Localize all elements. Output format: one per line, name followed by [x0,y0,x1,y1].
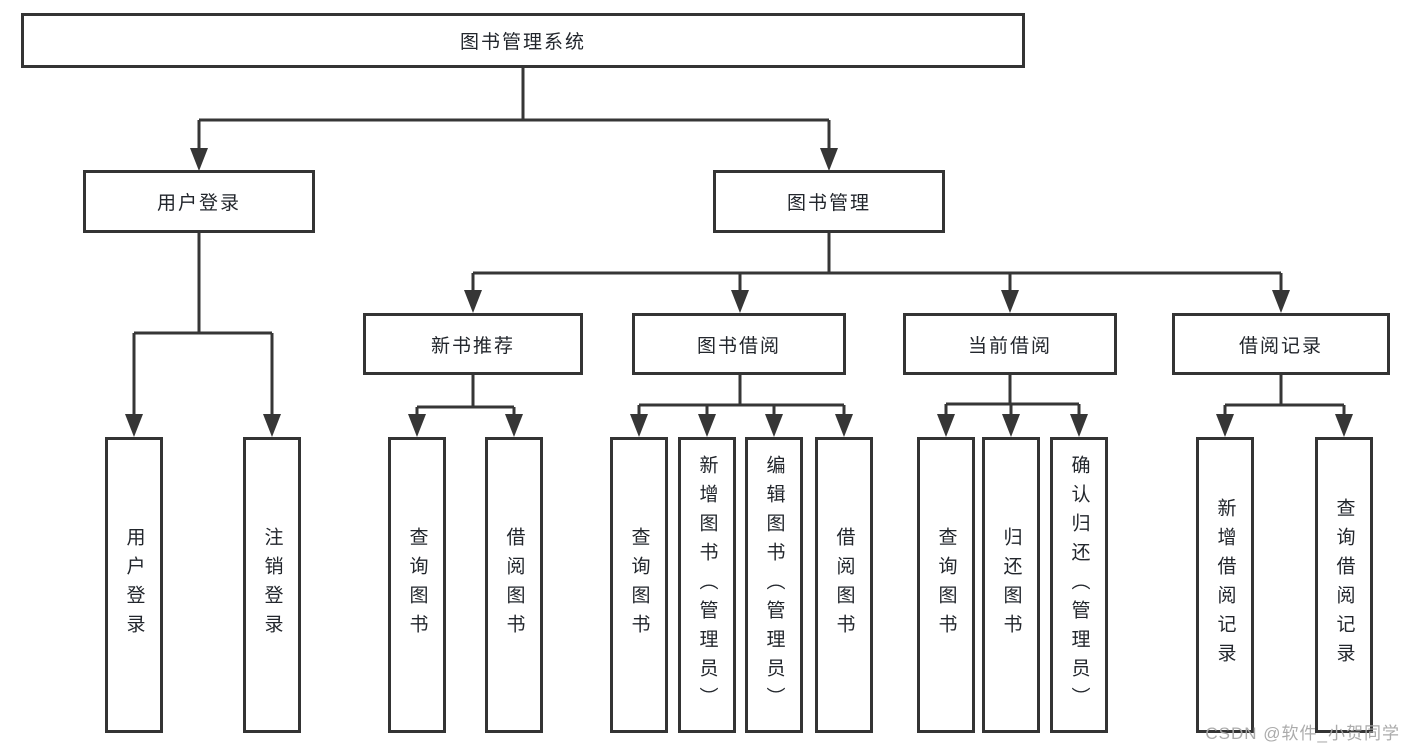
arrow-down-icon [630,414,648,437]
node-label: 用户登录 [123,527,145,643]
arrow-down-icon [190,148,208,171]
node-label: 当前借阅 [967,335,1052,357]
arrow-down-icon [1002,414,1020,437]
node-label: 确认归还（管理员） [1068,454,1090,716]
node-leaf-add-borrow-record: 新增借阅记录 [1196,437,1254,733]
node-new-book-recommend: 新书推荐 [363,313,583,375]
node-book-management: 图书管理 [713,170,945,233]
node-user-login: 用户登录 [83,170,315,233]
arrow-down-icon [1335,414,1353,437]
arrow-down-icon [408,414,426,437]
node-leaf-return-book: 归还图书 [982,437,1040,733]
arrow-down-icon [1070,414,1088,437]
node-label: 借阅记录 [1238,335,1323,357]
connector-new-book-rec-children [408,375,523,437]
node-borrow-records: 借阅记录 [1172,313,1390,375]
node-label: 借阅图书 [833,527,855,643]
arrow-down-icon [1001,290,1019,313]
arrow-down-icon [1272,290,1290,313]
node-label: 图书借阅 [696,335,781,357]
node-leaf-add-book-admin: 新增图书（管理员） [678,437,736,733]
arrow-down-icon [698,414,716,437]
node-label: 编辑图书（管理员） [763,454,785,716]
connector-book-borrow-children [630,375,853,437]
node-label: 查询图书 [935,527,957,643]
node-leaf-confirm-return-admin: 确认归还（管理员） [1050,437,1108,733]
node-current-borrow: 当前借阅 [903,313,1117,375]
node-label: 归还图书 [1000,527,1022,643]
arrow-down-icon [835,414,853,437]
node-book-borrow: 图书借阅 [632,313,846,375]
node-leaf-borrow-book-recommend: 借阅图书 [485,437,543,733]
arrow-down-icon [731,290,749,313]
node-root-system: 图书管理系统 [21,13,1025,68]
node-label: 查询借阅记录 [1333,498,1355,672]
arrow-down-icon [263,414,281,437]
node-leaf-borrow-book: 借阅图书 [815,437,873,733]
connector-borrow-records-children [1216,375,1353,437]
connector-root-to-level2 [190,68,838,171]
connector-user-login-children [125,233,281,437]
arrow-down-icon [937,414,955,437]
arrow-down-icon [820,148,838,171]
arrow-down-icon [1216,414,1234,437]
node-label: 查询图书 [628,527,650,643]
node-label: 注销登录 [261,527,283,643]
node-leaf-query-book-borrow: 查询图书 [610,437,668,733]
node-label: 新增借阅记录 [1214,498,1236,672]
connector-current-borrow-children [937,375,1088,437]
node-leaf-user-login: 用户登录 [105,437,163,733]
node-leaf-query-book-current: 查询图书 [917,437,975,733]
node-label: 图书管理 [786,193,871,214]
arrow-down-icon [464,290,482,313]
csdn-watermark: CSDN @软件_小贺同学 [1205,724,1400,743]
node-label: 图书管理系统 [459,32,586,53]
arrow-down-icon [505,414,523,437]
node-label: 查询图书 [406,527,428,643]
node-label: 新增图书（管理员） [696,454,718,716]
node-leaf-edit-book-admin: 编辑图书（管理员） [745,437,803,733]
node-label: 用户登录 [156,193,241,214]
connector-book-mgmt-children [464,233,1290,313]
node-leaf-query-borrow-record: 查询借阅记录 [1315,437,1373,733]
arrow-down-icon [125,414,143,437]
node-label: 新书推荐 [430,335,515,357]
node-leaf-logout: 注销登录 [243,437,301,733]
node-leaf-query-book-recommend: 查询图书 [388,437,446,733]
arrow-down-icon [765,414,783,437]
node-label: 借阅图书 [503,527,525,643]
